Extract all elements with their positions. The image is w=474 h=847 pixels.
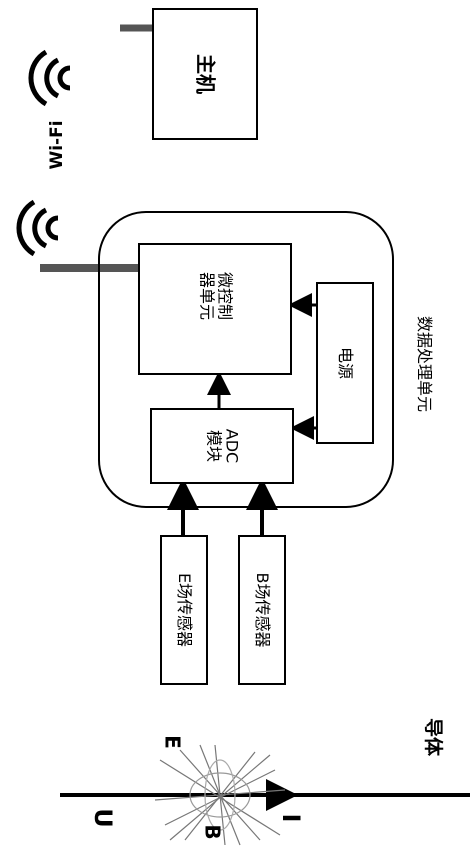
field-burst <box>154 744 286 846</box>
voltage-symbol: U <box>88 808 117 828</box>
b-field-symbol: B <box>200 824 225 840</box>
conductor-label: 导体 <box>421 717 444 757</box>
e-sensor-box <box>160 535 208 685</box>
adc-label-line1: ADC <box>222 428 242 464</box>
current-symbol: I <box>276 813 305 823</box>
e-field-symbol: E <box>160 735 185 749</box>
wifi-label: Wi-Fi <box>47 120 68 170</box>
processing-unit-frame <box>98 211 394 508</box>
adc-label: ADC 模块 <box>204 429 241 463</box>
adc-label-line2: 模块 <box>204 429 223 462</box>
wifi-icon-unit <box>16 199 59 257</box>
power-box <box>316 282 374 444</box>
processing-unit-label: 数据处理单元 <box>415 315 435 413</box>
host-box <box>152 8 258 140</box>
adc-box <box>150 408 294 484</box>
host-label: 主机 <box>193 54 218 94</box>
mcu-label-line1: 微控制 <box>215 271 235 321</box>
b-sensor-label: B场传感器 <box>253 572 273 648</box>
e-sensor-label: E场传感器 <box>175 572 195 648</box>
mcu-box <box>138 243 292 375</box>
wifi-icon-host <box>28 49 71 107</box>
power-label: 电源 <box>336 346 356 380</box>
mcu-label: 微控制 器单元 <box>197 272 234 320</box>
mcu-label-line2: 器单元 <box>197 271 216 321</box>
b-sensor-box <box>238 535 286 685</box>
